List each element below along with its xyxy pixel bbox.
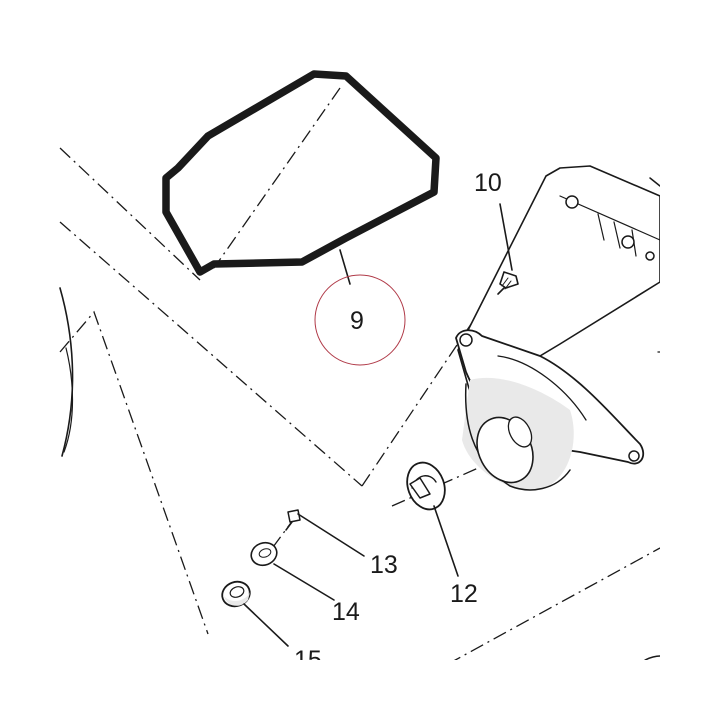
callout-10: 10: [474, 169, 502, 197]
part-9-gasket: [162, 70, 440, 276]
part-13-small-screw: [285, 509, 301, 531]
left-housing-edge: [59, 287, 74, 457]
callout-12: 12: [450, 580, 478, 608]
callout-14: 14: [332, 598, 360, 626]
callout-13: 13: [370, 551, 398, 579]
part-14-washer: [250, 541, 278, 567]
leader-lines: [243, 203, 513, 647]
part-10-screw: [497, 271, 519, 295]
part-15-grommet: [221, 580, 251, 608]
main-housing: [455, 165, 661, 665]
bottom-crop: [0, 660, 720, 720]
part-12-cap: [406, 461, 446, 511]
callout-9: 9: [350, 307, 364, 335]
highlight-circle: [314, 274, 406, 366]
right-crop: [660, 0, 720, 720]
